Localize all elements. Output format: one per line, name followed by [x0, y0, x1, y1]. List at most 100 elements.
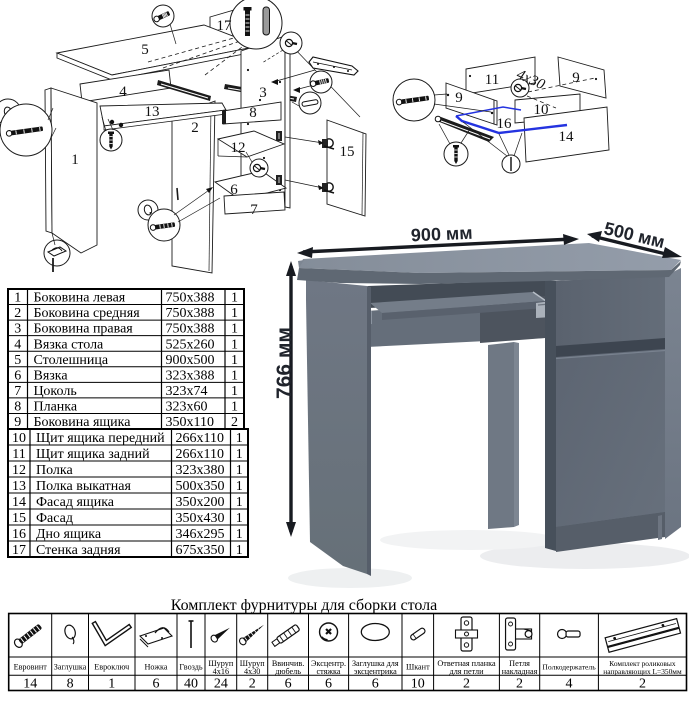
svg-text:2: 2 [14, 306, 21, 321]
svg-text:Заглушка: Заглушка [54, 663, 87, 672]
svg-text:Столешница: Столешница [34, 353, 109, 368]
svg-text:Ножка: Ножка [145, 663, 168, 672]
svg-text:500x350: 500x350 [176, 479, 225, 494]
svg-text:эксцентрика: эксцентрика [354, 667, 397, 676]
svg-text:10: 10 [12, 431, 26, 446]
svg-text:4: 4 [14, 337, 21, 352]
svg-text:266x110: 266x110 [176, 431, 224, 446]
svg-text:266x110: 266x110 [176, 447, 224, 462]
svg-text:6: 6 [325, 677, 332, 692]
svg-text:525x260: 525x260 [166, 337, 215, 352]
svg-text:15: 15 [340, 144, 355, 160]
svg-text:Цоколь: Цоколь [34, 384, 77, 399]
svg-text:16: 16 [497, 116, 513, 132]
svg-text:2: 2 [516, 677, 523, 692]
svg-text:Петля: Петля [509, 659, 530, 668]
svg-text:12: 12 [231, 140, 246, 156]
svg-text:Фасад: Фасад [36, 511, 73, 526]
svg-text:6: 6 [153, 677, 160, 692]
svg-text:766 мм: 766 мм [273, 327, 296, 399]
svg-text:7: 7 [14, 384, 21, 399]
svg-text:Заглушка для: Заглушка для [352, 659, 399, 668]
svg-text:8: 8 [67, 677, 74, 692]
svg-text:Гвоздь: Гвоздь [179, 663, 203, 672]
svg-text:Дно ящика: Дно ящика [36, 527, 102, 542]
svg-text:4x30: 4x30 [244, 667, 260, 676]
svg-text:Ответная планка: Ответная планка [437, 659, 496, 668]
svg-text:2: 2 [231, 415, 238, 430]
svg-text:Боковина ящика: Боковина ящика [34, 415, 132, 430]
svg-text:6: 6 [14, 368, 21, 383]
svg-text:40: 40 [184, 677, 198, 692]
svg-text:2: 2 [639, 677, 646, 692]
svg-text:1: 1 [236, 495, 243, 510]
svg-text:Вязка: Вязка [34, 368, 69, 383]
svg-text:Щит ящика задний: Щит ящика задний [36, 447, 150, 462]
svg-text:5: 5 [14, 353, 21, 368]
svg-text:14: 14 [12, 495, 26, 510]
svg-text:675x350: 675x350 [176, 543, 225, 558]
svg-text:6: 6 [285, 677, 292, 692]
svg-text:8: 8 [249, 105, 257, 121]
svg-text:1: 1 [231, 322, 238, 337]
svg-text:1: 1 [71, 152, 79, 168]
svg-text:12: 12 [12, 463, 26, 478]
svg-text:9: 9 [14, 415, 21, 430]
svg-text:11: 11 [12, 447, 25, 462]
svg-text:1: 1 [236, 543, 243, 558]
svg-text:750x388: 750x388 [166, 322, 215, 337]
svg-text:дюбель: дюбель [275, 667, 301, 676]
svg-text:1: 1 [14, 291, 21, 306]
svg-text:346x295: 346x295 [176, 527, 225, 542]
svg-text:1: 1 [236, 447, 243, 462]
svg-text:Комплект роликовых: Комплект роликовых [609, 659, 676, 668]
svg-text:6: 6 [372, 677, 379, 692]
svg-text:1: 1 [231, 384, 238, 399]
svg-text:24: 24 [214, 677, 228, 692]
svg-text:Полкодержатель: Полкодержатель [542, 663, 596, 672]
svg-text:стяжка: стяжка [317, 667, 341, 676]
svg-text:1: 1 [231, 291, 238, 306]
svg-text:Евровинт: Евровинт [14, 663, 48, 672]
svg-text:15: 15 [12, 511, 26, 526]
svg-text:900 мм: 900 мм [410, 223, 472, 246]
svg-text:2: 2 [249, 677, 256, 692]
svg-text:1: 1 [231, 400, 238, 415]
svg-text:10: 10 [534, 102, 549, 118]
svg-text:Боковина правая: Боковина правая [34, 322, 134, 337]
svg-text:323x60: 323x60 [166, 400, 208, 415]
svg-text:Полка выкатная: Полка выкатная [36, 479, 131, 494]
svg-text:6: 6 [230, 182, 238, 198]
svg-text:4x16: 4x16 [213, 667, 229, 676]
svg-text:1: 1 [236, 511, 243, 526]
svg-text:Щит ящика передний: Щит ящика передний [36, 431, 165, 446]
svg-text:Шкант: Шкант [406, 663, 430, 672]
svg-text:Фасад ящика: Фасад ящика [36, 495, 115, 510]
svg-text:Шуруп: Шуруп [240, 659, 265, 668]
svg-text:13: 13 [12, 479, 26, 494]
svg-text:3: 3 [259, 85, 267, 101]
svg-text:350x200: 350x200 [176, 495, 225, 510]
svg-text:13: 13 [145, 104, 160, 120]
svg-text:Евроключ: Евроключ [94, 663, 129, 672]
svg-text:750x388: 750x388 [166, 306, 215, 321]
svg-text:2: 2 [191, 120, 199, 136]
svg-text:Эксцентр.: Эксцентр. [311, 659, 346, 668]
svg-text:17: 17 [217, 18, 233, 34]
svg-text:11: 11 [485, 72, 499, 88]
svg-text:1: 1 [236, 431, 243, 446]
svg-text:Комплект фурнитуры для сборки: Комплект фурнитуры для сборки стола [171, 597, 438, 614]
svg-text:Ввинчив.: Ввинчив. [272, 659, 305, 668]
svg-text:16: 16 [12, 527, 26, 542]
svg-text:4: 4 [119, 84, 127, 100]
svg-text:17: 17 [12, 543, 26, 558]
svg-text:Шуруп: Шуруп [208, 659, 233, 668]
svg-text:7: 7 [250, 202, 258, 218]
svg-text:323x388: 323x388 [166, 368, 215, 383]
svg-text:Вязка стола: Вязка стола [34, 337, 105, 352]
svg-text:1: 1 [236, 527, 243, 542]
svg-text:для петли: для петли [450, 667, 485, 676]
svg-text:1: 1 [236, 479, 243, 494]
svg-text:323x74: 323x74 [166, 384, 208, 399]
svg-text:1: 1 [231, 353, 238, 368]
